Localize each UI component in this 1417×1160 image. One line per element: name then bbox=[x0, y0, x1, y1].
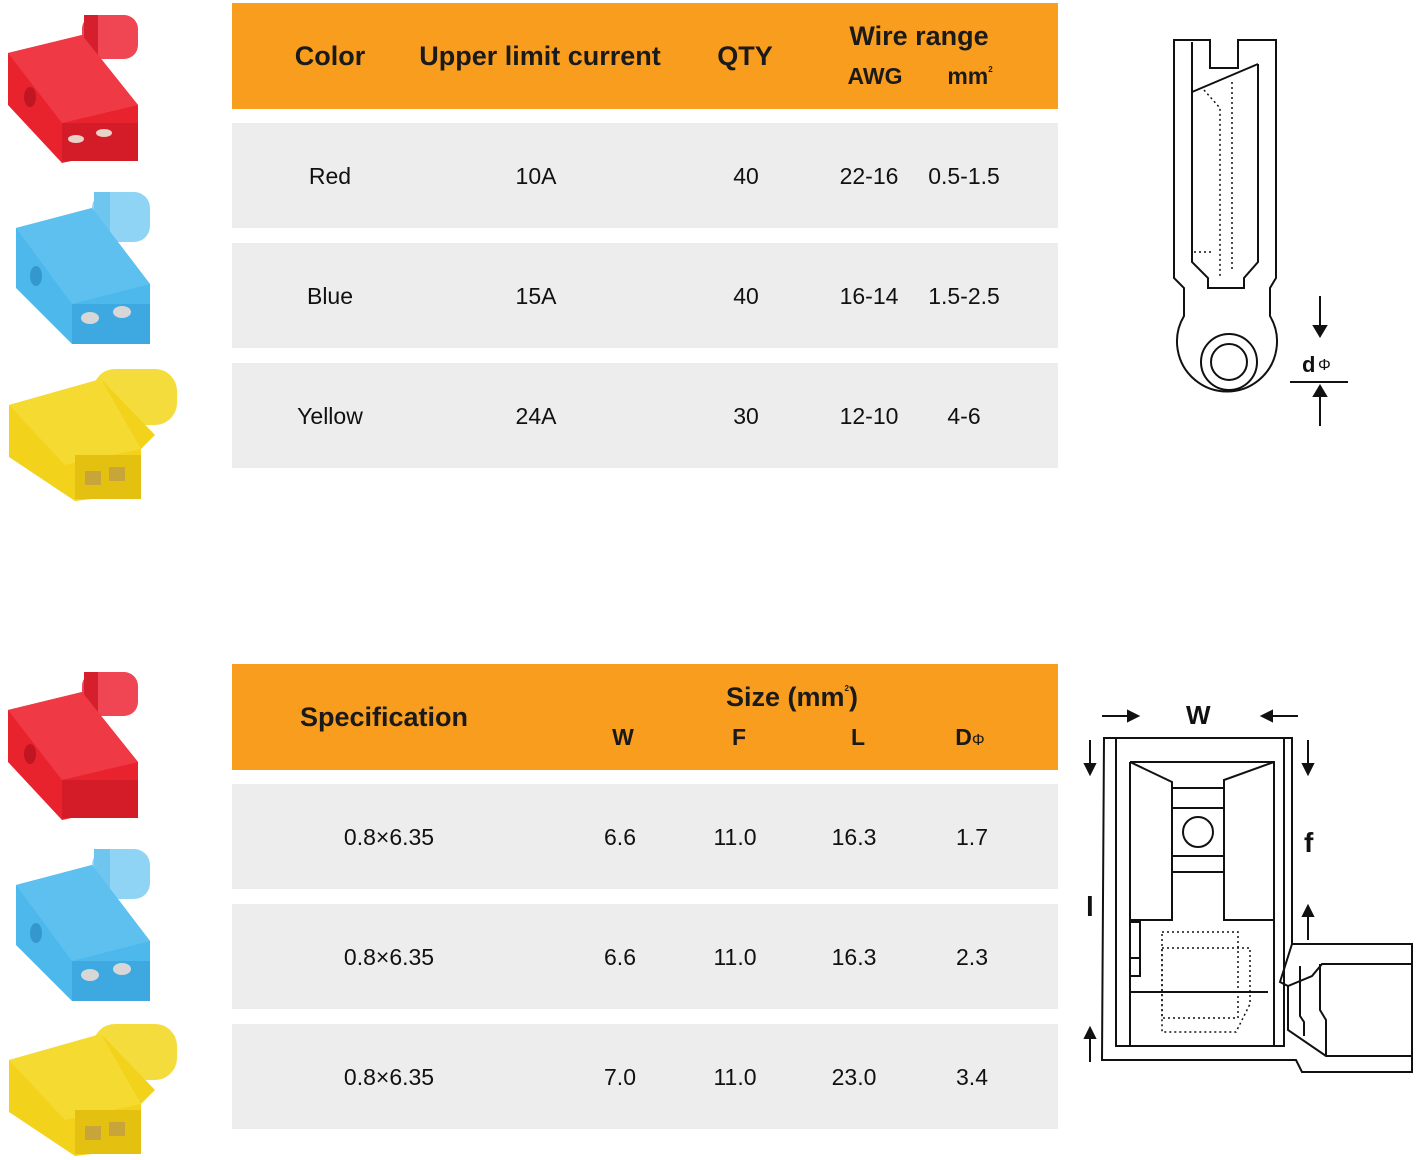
cell-qty: 40 bbox=[733, 283, 759, 309]
cell-l: 16.3 bbox=[831, 944, 877, 970]
cell-color: Blue bbox=[306, 283, 354, 309]
cell-current: 10A bbox=[515, 163, 557, 189]
header-specification: Specification bbox=[299, 702, 469, 732]
cell-awg: 12-10 bbox=[839, 403, 899, 429]
header-w: W bbox=[612, 724, 634, 750]
table-row: 0.8×6.35 6.6 11.0 16.3 2.3 bbox=[232, 904, 1058, 1009]
table2-header: Specification Size (mm2) W F L DΦ bbox=[232, 664, 1058, 770]
cell-d: 2.3 bbox=[956, 944, 988, 970]
cell-f: 11.0 bbox=[713, 944, 757, 970]
cell-current: 15A bbox=[515, 283, 557, 309]
header-mm2: mm2 bbox=[947, 63, 993, 89]
cell-f: 11.0 bbox=[713, 1064, 757, 1090]
yellow-connector-image bbox=[9, 1024, 177, 1156]
cell-l: 16.3 bbox=[831, 824, 877, 850]
header-f: F bbox=[731, 724, 747, 750]
table-row: Yellow 24A 30 12-10 4-6 bbox=[232, 363, 1058, 468]
red-connector-image bbox=[8, 15, 138, 163]
table-row: 0.8×6.35 6.6 11.0 16.3 1.7 bbox=[232, 784, 1058, 889]
table-row: Blue 15A 40 16-14 1.5-2.5 bbox=[232, 243, 1058, 348]
cell-awg: 22-16 bbox=[839, 163, 899, 189]
label-l: l bbox=[1086, 891, 1094, 922]
cell-qty: 30 bbox=[733, 403, 759, 429]
table-row: 0.8×6.35 7.0 11.0 23.0 3.4 bbox=[232, 1024, 1058, 1129]
cell-spec: 0.8×6.35 bbox=[343, 824, 435, 850]
header-upper-limit-current: Upper limit current bbox=[419, 41, 661, 71]
label-w: W bbox=[1186, 700, 1211, 730]
header-color: Color bbox=[294, 41, 366, 71]
table1-header: Color Upper limit current QTY Wire range… bbox=[232, 3, 1058, 109]
flag-terminal-diagram: W f l bbox=[1083, 700, 1413, 1073]
cell-d: 3.4 bbox=[956, 1064, 988, 1090]
label-f: f bbox=[1304, 827, 1314, 858]
cell-current: 24A bbox=[515, 403, 557, 429]
cell-l: 23.0 bbox=[831, 1064, 877, 1090]
cell-w: 6.6 bbox=[604, 824, 636, 850]
cell-f: 11.0 bbox=[713, 824, 757, 850]
cell-qty: 40 bbox=[733, 163, 759, 189]
cell-w: 7.0 bbox=[604, 1064, 636, 1090]
yellow-connector-image bbox=[9, 369, 177, 501]
cell-awg: 16-14 bbox=[839, 283, 899, 309]
cell-w: 6.6 bbox=[604, 944, 636, 970]
cell-spec: 0.8×6.35 bbox=[343, 944, 435, 970]
label-phi: Φ bbox=[1318, 357, 1331, 374]
cell-mm2: 4-6 bbox=[947, 403, 981, 429]
cell-d: 1.7 bbox=[956, 824, 988, 850]
cell-color: Yellow bbox=[297, 403, 363, 429]
header-size-mm2: Size (mm2) bbox=[726, 682, 858, 712]
cell-mm2: 0.5-1.5 bbox=[928, 163, 1000, 189]
table-row: Red 10A 40 22-16 0.5-1.5 bbox=[232, 123, 1058, 228]
label-d: d bbox=[1302, 352, 1315, 377]
header-wire-range: Wire range bbox=[849, 21, 989, 51]
header-awg: AWG bbox=[847, 63, 903, 89]
cell-color: Red bbox=[308, 163, 352, 189]
red-connector-image bbox=[8, 672, 138, 820]
header-l: L bbox=[850, 724, 866, 750]
ring-terminal-diagram: d Φ bbox=[1173, 39, 1348, 426]
cell-mm2: 1.5-2.5 bbox=[928, 283, 1000, 309]
cell-spec: 0.8×6.35 bbox=[343, 1064, 435, 1090]
blue-connector-image bbox=[16, 849, 150, 1001]
header-qty: QTY bbox=[717, 41, 773, 71]
header-d-phi: DΦ bbox=[955, 724, 985, 750]
blue-connector-image bbox=[16, 192, 150, 344]
